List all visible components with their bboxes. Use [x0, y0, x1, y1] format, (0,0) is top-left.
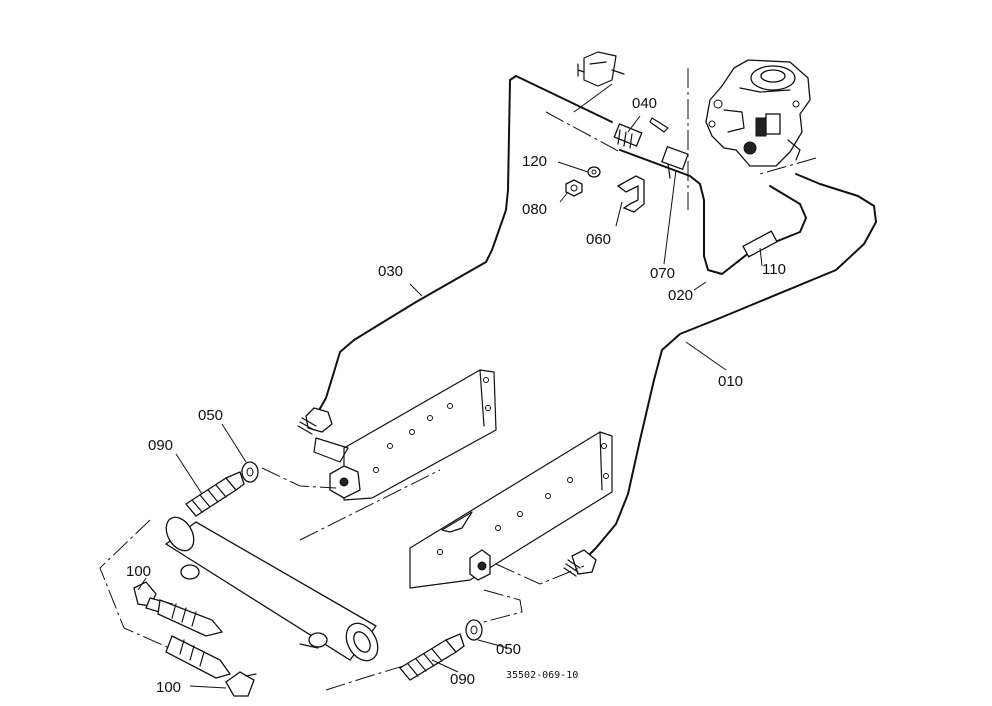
hose-fitting-upper: [157, 599, 224, 637]
pipe-010-fitting: [563, 549, 597, 577]
washer-050-upper: [241, 461, 259, 483]
hose-fitting-lower: [165, 635, 232, 679]
leader-100-upper: [137, 577, 147, 591]
leader-120: [557, 161, 589, 173]
hydraulic-pump: [705, 59, 811, 167]
leader-030: [409, 283, 423, 297]
routing-line-3: [475, 589, 523, 625]
small-pin: [649, 117, 669, 133]
label-050-upper: 050: [198, 407, 223, 424]
label-100-upper: 100: [126, 563, 151, 580]
label-070: 070: [650, 265, 675, 282]
label-120: 120: [522, 153, 547, 170]
label-020: 020: [668, 287, 693, 304]
routing-line-7: [759, 157, 817, 175]
leader-090-upper: [175, 453, 203, 495]
label-110: 110: [762, 261, 786, 278]
label-060: 060: [586, 231, 611, 248]
routing-line-4: [495, 563, 585, 585]
routing-line-1: [299, 469, 441, 541]
mount-bracket-upper: [313, 437, 361, 499]
washer-050-lower: [465, 619, 483, 641]
leader-020: [693, 281, 707, 291]
sleeve-110: [742, 230, 778, 258]
pipe-020: [619, 149, 807, 275]
routing-line-2: [261, 467, 337, 489]
pipe-030-fitting: [297, 407, 333, 435]
leader-050-upper: [221, 423, 247, 463]
leader-050-lower: [477, 639, 509, 649]
pipe-010: [583, 173, 877, 561]
leader-010: [685, 341, 727, 371]
elbow-100-lower: [225, 671, 257, 697]
clamp-060: [616, 175, 645, 213]
routing-line-5: [99, 519, 211, 667]
pipe-030: [317, 75, 613, 413]
fitting-070: [661, 145, 689, 179]
washer-120: [587, 166, 601, 178]
bracket-leader: [573, 83, 613, 113]
leader-040: [627, 115, 641, 133]
label-050-lower: 050: [496, 641, 521, 658]
leader-070: [663, 169, 677, 265]
leader-110: [759, 247, 763, 267]
frame-rail-upper: [343, 369, 497, 501]
leader-080: [559, 191, 569, 203]
fitting-090-lower: [399, 633, 465, 681]
label-010: 010: [718, 373, 743, 390]
leader-060: [615, 201, 623, 227]
hydraulic-cylinder: [164, 516, 379, 662]
routing-line-8: [545, 111, 621, 153]
label-100-lower: 100: [156, 679, 181, 696]
mount-bracket-lower: [469, 549, 491, 581]
label-090-lower: 090: [450, 671, 475, 688]
label-080: 080: [522, 201, 547, 218]
leader-090-lower: [431, 659, 459, 673]
top-bracket: [577, 51, 625, 87]
label-090-upper: 090: [148, 437, 173, 454]
label-030: 030: [378, 263, 403, 280]
reference-number: 35502-069-10: [506, 670, 578, 681]
leader-100-lower: [189, 685, 227, 689]
nut-080: [565, 179, 583, 197]
frame-rail-lower: [409, 431, 613, 589]
label-040: 040: [632, 95, 657, 112]
fitting-090-upper: [185, 471, 245, 517]
fitting-040: [613, 123, 643, 149]
